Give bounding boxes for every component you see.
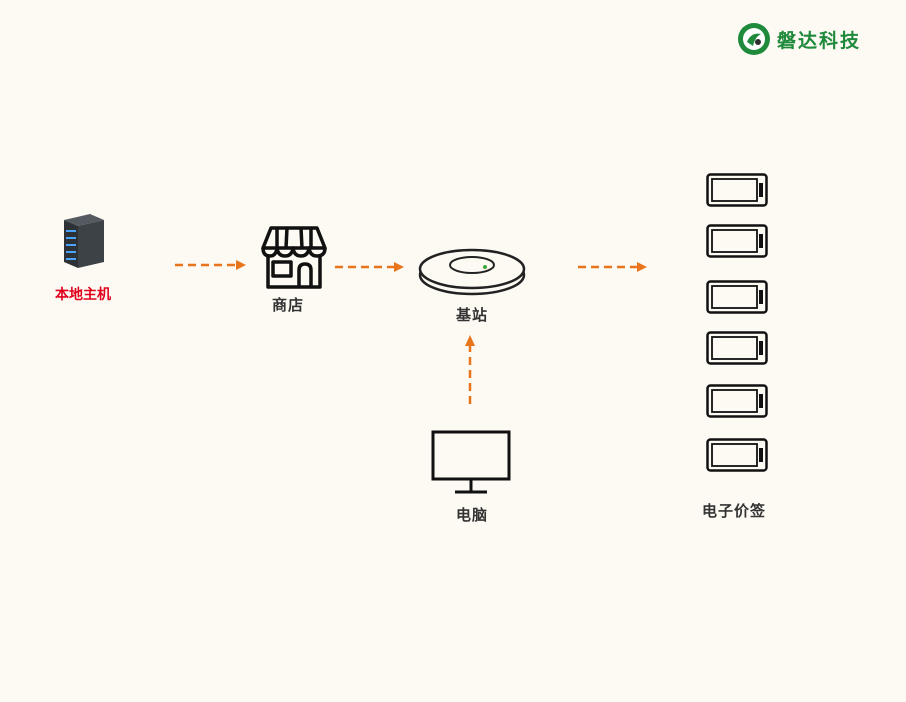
server-icon <box>64 214 104 268</box>
logo-icon <box>738 23 770 55</box>
computer-label: 电脑 <box>456 506 489 524</box>
brand-name: 磐达科技 <box>777 29 862 52</box>
brand-logo: 磐达科技 <box>737 22 861 56</box>
server-label: 本地主机 <box>55 287 111 303</box>
monitor-icon <box>431 430 511 494</box>
store-icon <box>261 226 327 289</box>
arrow-server-to-store <box>175 260 246 270</box>
base-station-label: 基站 <box>456 306 489 324</box>
price-tag-icon <box>706 438 768 472</box>
price-tag-icon <box>706 173 768 207</box>
price-tag-icon <box>706 331 768 365</box>
price-tag-icon <box>706 224 768 258</box>
arrow-base-to-esl <box>578 262 647 272</box>
arrow-computer-to-base <box>465 335 475 404</box>
price-tag-label: 电子价签 <box>702 502 767 520</box>
price-tag-icon <box>706 384 768 418</box>
arrow-store-to-base <box>335 262 404 272</box>
store-label: 商店 <box>272 296 305 314</box>
price-tag-icon <box>706 280 768 314</box>
base-station-icon <box>418 248 526 296</box>
